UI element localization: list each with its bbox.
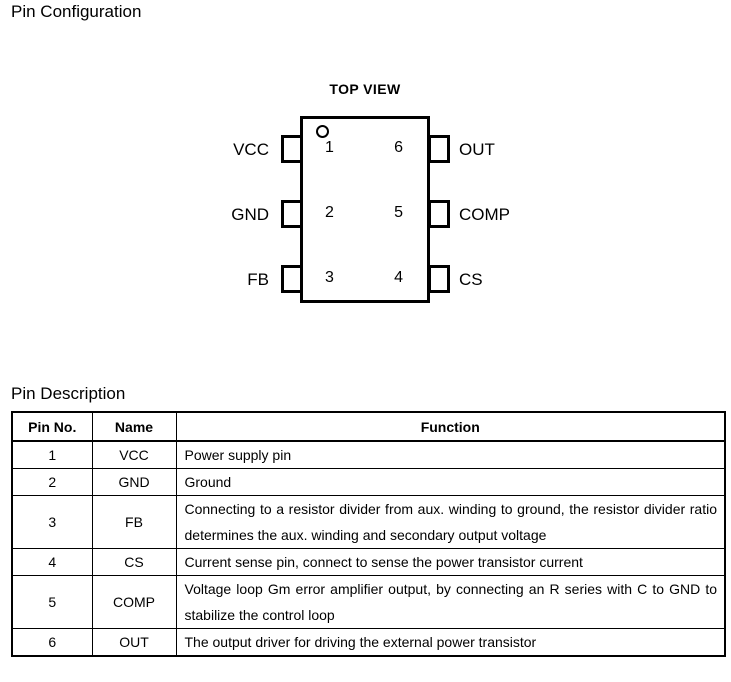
cell-pin-function: The output driver for driving the extern… bbox=[175, 628, 726, 657]
pin-lead-5 bbox=[428, 200, 450, 228]
cell-pin-name: VCC bbox=[91, 440, 177, 469]
pin-number-1: 1 bbox=[325, 139, 334, 156]
cell-pin-name: GND bbox=[91, 468, 177, 496]
top-view-label: TOP VIEW bbox=[329, 81, 401, 97]
pin-label-gnd: GND bbox=[231, 205, 269, 224]
cell-pin-no: 4 bbox=[11, 548, 93, 576]
page-title-pin-description: Pin Description bbox=[11, 384, 126, 403]
page-title-pin-configuration: Pin Configuration bbox=[11, 2, 142, 21]
cell-pin-function: Voltage loop Gm error amplifier output, … bbox=[175, 575, 726, 629]
cell-pin-name: FB bbox=[91, 495, 177, 549]
pin-number-2: 2 bbox=[325, 204, 334, 221]
pin-1-indicator-dot-icon bbox=[316, 125, 329, 138]
cell-pin-no: 1 bbox=[11, 440, 93, 469]
cell-pin-no: 2 bbox=[11, 468, 93, 496]
cell-pin-no: 5 bbox=[11, 575, 93, 629]
pin-label-out: OUT bbox=[459, 140, 495, 159]
package-body-outline: 1 2 3 6 5 4 bbox=[300, 116, 430, 303]
pin-lead-6 bbox=[428, 135, 450, 163]
cell-pin-function: Connecting to a resistor divider from au… bbox=[175, 495, 726, 549]
cell-pin-no: 6 bbox=[11, 628, 93, 657]
pin-lead-4 bbox=[428, 265, 450, 293]
column-header-name: Name bbox=[91, 411, 177, 442]
pin-number-3: 3 bbox=[325, 269, 334, 286]
cell-pin-function: Ground bbox=[175, 468, 726, 496]
pin-label-comp: COMP bbox=[459, 205, 510, 224]
cell-pin-name: COMP bbox=[91, 575, 177, 629]
pin-label-vcc: VCC bbox=[233, 140, 269, 159]
cell-pin-function: Power supply pin bbox=[175, 440, 726, 469]
cell-pin-function: Current sense pin, connect to sense the … bbox=[175, 548, 726, 576]
column-header-pin-no: Pin No. bbox=[11, 411, 93, 442]
cell-pin-name: OUT bbox=[91, 628, 177, 657]
pin-number-5: 5 bbox=[394, 204, 403, 221]
package-pin-diagram: TOP VIEW 1 2 3 6 5 4 VCC GND FB OUT COMP… bbox=[0, 60, 731, 320]
table-header-row: Pin No. Name Function bbox=[11, 411, 726, 442]
column-header-function: Function bbox=[175, 411, 726, 442]
cell-pin-no: 3 bbox=[11, 495, 93, 549]
pin-number-6: 6 bbox=[394, 139, 403, 156]
pin-label-fb: FB bbox=[247, 270, 269, 289]
pin-label-cs: CS bbox=[459, 270, 483, 289]
cell-pin-name: CS bbox=[91, 548, 177, 576]
pin-number-4: 4 bbox=[394, 269, 403, 286]
